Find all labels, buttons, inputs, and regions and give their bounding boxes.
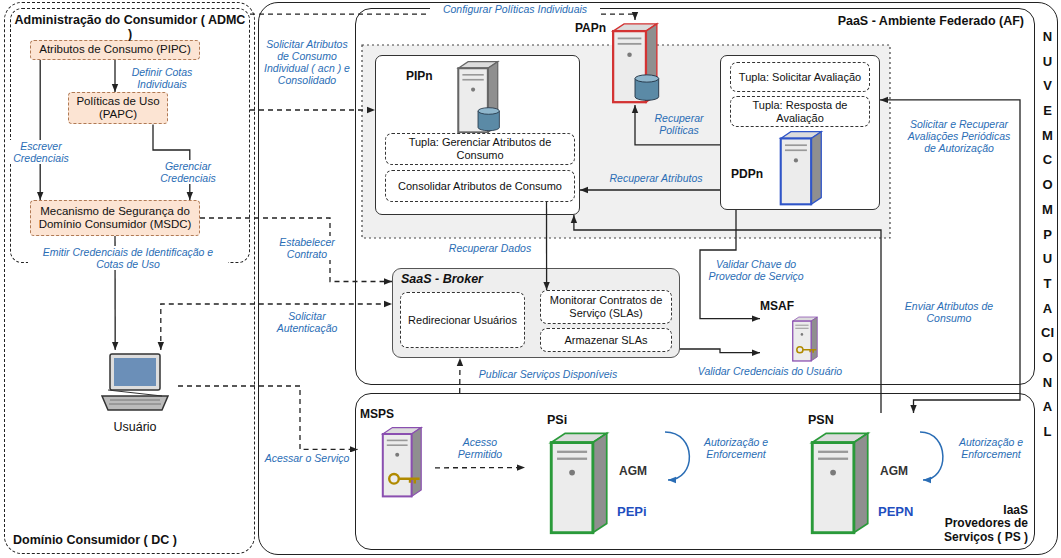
tuple-box: Tupla: Resposta de Avaliação: [730, 96, 870, 127]
connector: [546, 202, 547, 290]
node-subtext: PEPi: [617, 505, 647, 520]
node-subtext: AGM: [619, 465, 647, 479]
connector: [200, 218, 392, 282]
node-text: SaaS - Broker: [401, 272, 483, 286]
node-text: Tupla: Resposta de Avaliação: [735, 99, 865, 124]
pdp-box: PDPn Tupla: Solicitar AvaliaçãoTupla: Res…: [720, 55, 880, 210]
admin-region: Administração do Consumidor ( ADMC )Atri…: [10, 8, 250, 263]
edge-label: Definir Cotas Individuais: [120, 66, 204, 90]
node-text: Mecanismo de Segurança do Domínio Consum…: [35, 205, 195, 231]
self-loop: [665, 432, 689, 480]
node-subtext: PEPN: [878, 505, 913, 520]
connector: [114, 60, 115, 92]
paas-region: PaaS - Ambiente Federado (AF)PIPnTupla: …: [355, 8, 1035, 385]
service-provider-server: PSiAGM PEPi: [525, 413, 665, 537]
server-icon: [372, 426, 432, 498]
node-text: Consolidar Atributos de Consumo: [398, 180, 562, 193]
tuple-box: Tupla: Gerenciar Atributos de Consumo: [385, 133, 575, 165]
edge-label: Validar Credenciais do Usuário: [690, 365, 850, 377]
edge-label: Recuperar Dados: [440, 242, 540, 254]
edge-label: Gerenciar Credenciais: [148, 160, 228, 184]
usage-policies-box: Políticas de Uso (PAPC): [68, 92, 168, 124]
node-text: Tupla: Solicitar Avaliação: [739, 71, 861, 84]
edge-label: Solicitar e Recuperar Avaliações Periódi…: [905, 118, 1013, 154]
node-subtext: AGM: [880, 465, 908, 479]
consumer-attributes-box: Atributos de Consumo (PIPC): [30, 40, 200, 60]
pap-server: PAPn: [575, 20, 665, 105]
connector: [435, 467, 525, 468]
connector: [250, 109, 375, 110]
self-loop: [920, 432, 943, 480]
node-text: Domínio Consumidor ( DC ): [13, 533, 177, 547]
node-text: Usuário: [92, 420, 178, 434]
connector: [178, 386, 358, 449]
server-icon: [773, 130, 829, 206]
broker-box: SaaS - BrokerRedirecionar Usuários Monito…: [392, 268, 680, 358]
server-icon: [780, 316, 830, 362]
server-icon: [543, 431, 615, 535]
connector: [459, 358, 461, 393]
process-box: Redirecionar Usuários: [400, 292, 525, 348]
security-mechanism-box: Mecanismo de Segurança do Domínio Consum…: [30, 200, 200, 236]
laptop-icon: [100, 350, 170, 416]
process-box: Consolidar Atributos de Consumo: [385, 170, 575, 202]
node-text: MSPS: [360, 408, 394, 422]
server-icon: [448, 60, 508, 134]
edge-label: Validar Chave do Provedor de Serviço: [706, 258, 806, 282]
connector: [635, 105, 720, 145]
loop-label: Autorização e Enforcement: [952, 436, 1030, 460]
server-icon: [804, 431, 876, 535]
node-text: PDPn: [731, 168, 763, 182]
node-text: MSAF: [760, 300, 794, 314]
cloud-region: NUVEM COMPUTACIONAL PaaS - Ambiente Feder…: [258, 2, 1058, 555]
edge-label: Escrever Credenciais: [10, 140, 72, 164]
connector: [680, 349, 760, 353]
connector: [580, 189, 720, 190]
edge-label: Recuperar Atributos: [598, 172, 714, 184]
service-provider-server: PSN AGM PEPN: [790, 413, 920, 537]
node-text: Redirecionar Usuários: [408, 314, 517, 327]
node-text: Administração do Consumidor ( ADMC ): [11, 13, 249, 42]
node-text: Políticas de Uso (PAPC): [73, 95, 163, 121]
node-text: Armazenar SLAs: [564, 334, 647, 347]
node-text: PSi: [547, 413, 567, 427]
node-text: Tupla: Gerenciar Atributos de Consumo: [390, 136, 570, 161]
edge-label: Emitir Credenciais de Identificação e Co…: [28, 246, 228, 270]
process-box: Armazenar SLAs: [540, 328, 672, 352]
node-text: NUVEM COMPUTACIONAL: [1041, 25, 1054, 445]
pip-box: PIPnTupla: Gerenciar Atributos de Consum…: [375, 55, 580, 215]
loop-label: Autorização e Enforcement: [698, 436, 774, 460]
connector: [880, 100, 1020, 413]
af-security-server: MSAF: [760, 300, 845, 362]
connector: [161, 304, 392, 350]
edge-label: Recuperar Políticas: [641, 112, 717, 136]
edge-label: Solicitar Autenticação: [260, 310, 354, 334]
node-text: PAPn: [575, 22, 606, 36]
node-text: PaaS - Ambiente Federado (AF): [838, 14, 1024, 28]
server-icon: [607, 22, 663, 104]
edge-label: Solicitar Atributos de Consumo Individua…: [260, 38, 354, 86]
node-text: Monitorar Contratos de Serviço (SLAs): [545, 294, 667, 319]
edge-label: Enviar Atributos de Consumo: [888, 300, 1010, 324]
edge-label: Estabelecer Contrato: [260, 236, 354, 260]
iaas-region: IaaS Provedores de Serviços ( PS ) MSPS PS…: [355, 393, 1035, 550]
edge-label: Acesso Permitido: [440, 436, 520, 460]
edge-label: Acessar o Serviço: [260, 452, 354, 464]
edge-label: Publicar Serviços Disponíveis: [468, 368, 628, 380]
connector: [40, 60, 41, 200]
node-text: PIPn: [406, 70, 433, 84]
tuple-box: Tupla: Solicitar Avaliação: [730, 62, 870, 92]
node-text: Atributos de Consumo (PIPC): [39, 43, 190, 56]
process-box: Monitorar Contratos de Serviço (SLAs): [540, 290, 672, 324]
node-text: PSN: [808, 413, 834, 427]
ps-security-server: MSPS: [358, 408, 435, 500]
node-text: IaaS Provedores de Serviços ( PS ): [936, 504, 1028, 545]
user-laptop: Usuário: [92, 350, 178, 440]
edge-label: Configurar Políticas Individuais: [430, 3, 600, 15]
